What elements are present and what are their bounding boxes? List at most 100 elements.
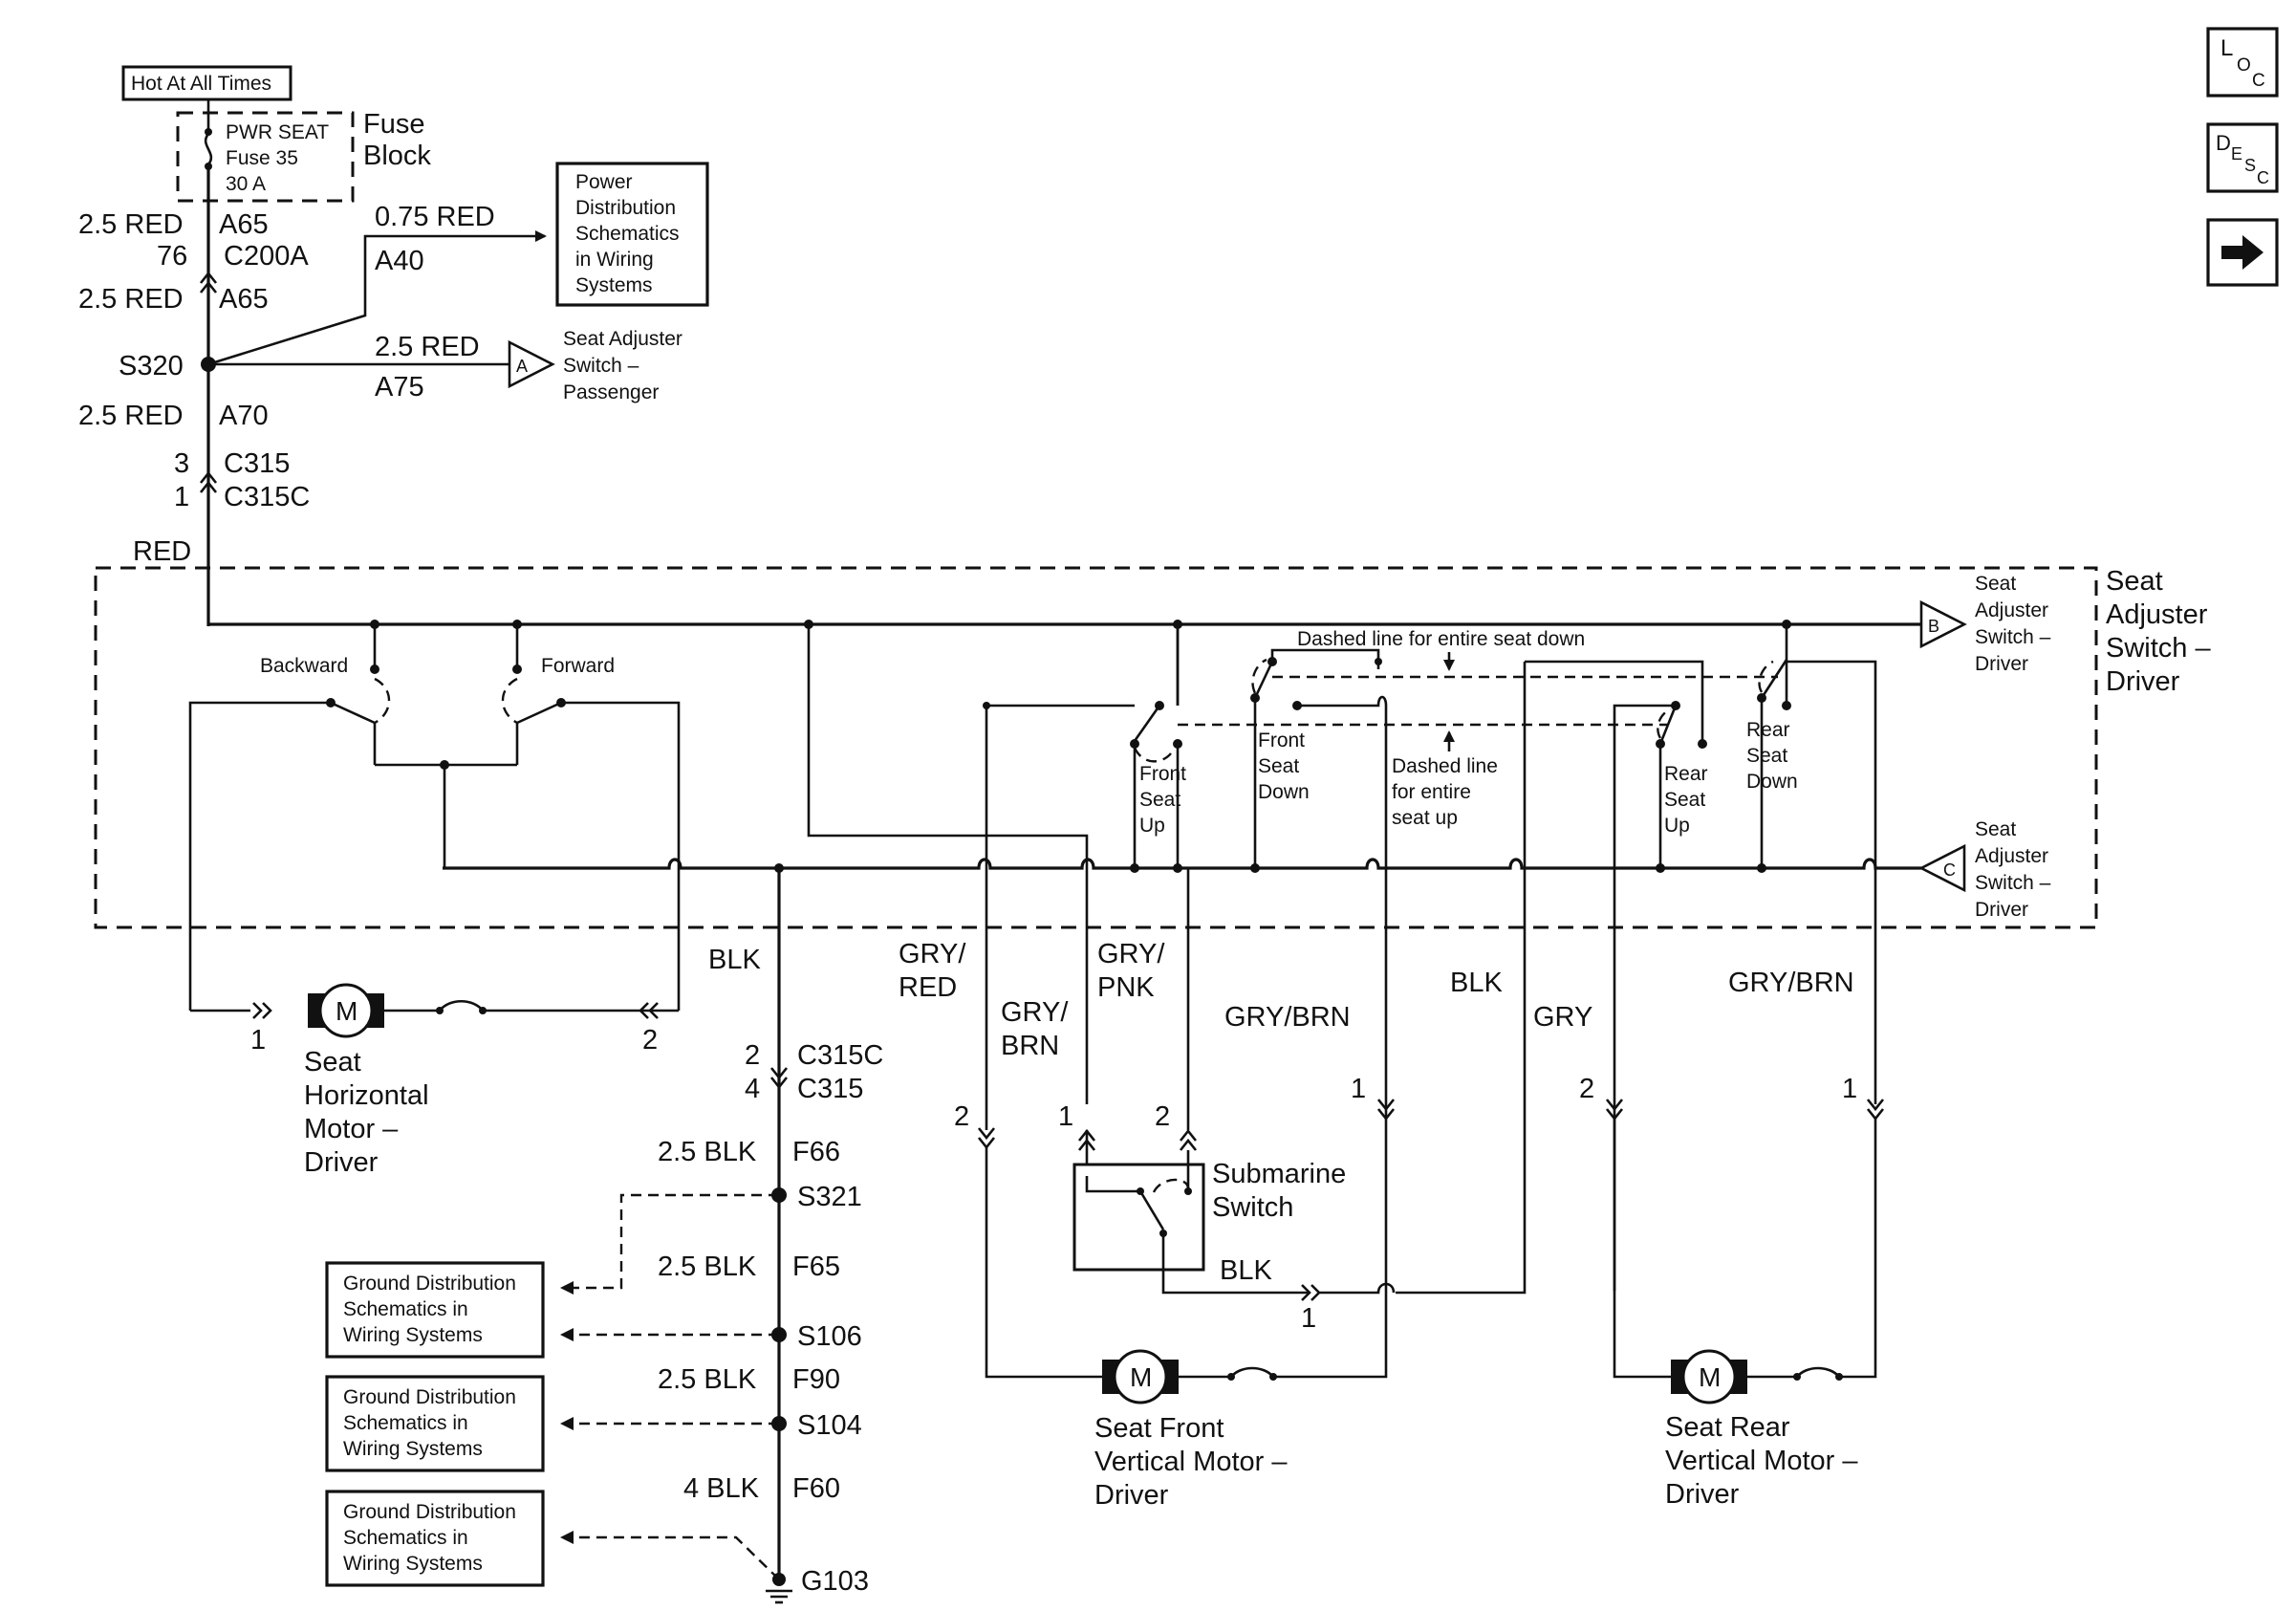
s321-label: S321 xyxy=(797,1182,862,1212)
front-seat-up-line1: Front xyxy=(1139,763,1186,785)
power-dist-line4: in Wiring xyxy=(575,249,654,271)
desc-letter-e: E xyxy=(2231,144,2242,163)
ref-a-arrow[interactable]: A xyxy=(508,339,555,389)
ref-c-arrow[interactable]: C xyxy=(1918,843,1966,893)
c200a-pin: 76 xyxy=(157,241,187,272)
horizontal-motor-pin1: 1 xyxy=(250,1025,266,1056)
rear-seat-down-line1: Rear xyxy=(1746,719,1790,741)
front-motor-name2: Vertical Motor – xyxy=(1094,1447,1288,1477)
a75-circuit: A75 xyxy=(375,372,424,403)
horizontal-motor-symbol: M xyxy=(308,983,384,1038)
seat-adj-passenger-line3: Passenger xyxy=(563,381,659,403)
ref-c-label-line1: Seat xyxy=(1975,818,2016,840)
gry-brn-a-switch-wire xyxy=(985,704,1135,1130)
blk-mid-label: BLK xyxy=(1450,968,1503,998)
horizontal-motor-m: M xyxy=(336,996,357,1026)
horizontal-motor-name3: Motor – xyxy=(304,1114,399,1144)
f65-circuit: F65 xyxy=(792,1252,840,1282)
gry-brn-b-switch-wire xyxy=(1297,695,1388,1291)
front-seat-down-line1: Front xyxy=(1258,729,1305,751)
location-button[interactable]: L O C xyxy=(2206,27,2279,98)
submarine-blk-label: BLK xyxy=(1220,1255,1272,1286)
gd2-line1: Ground Distribution xyxy=(343,1386,516,1408)
gd3-line3: Wiring Systems xyxy=(343,1553,483,1575)
g103-ground-icon xyxy=(766,1573,792,1604)
switch-title-line1: Seat xyxy=(2106,566,2163,597)
front-motor-pin-right: 1 xyxy=(1351,1074,1366,1104)
ref-b-label-line1: Seat xyxy=(1975,573,2016,595)
front-vertical-motor-wire xyxy=(985,1147,1388,1381)
arrow-right-icon xyxy=(2221,235,2264,270)
a40-wire-size: 0.75 RED xyxy=(375,202,495,232)
seat-adj-passenger-line1: Seat Adjuster xyxy=(563,328,682,350)
horizontal-motor-pin2: 2 xyxy=(642,1025,658,1056)
ref-c-label-line2: Adjuster xyxy=(1975,845,2048,867)
ground-dist-box-2[interactable]: Ground Distribution Schematics in Wiring… xyxy=(325,1375,545,1472)
desc-letter-s: S xyxy=(2244,156,2256,175)
fuse-name-line2: Fuse 35 xyxy=(226,147,298,169)
ref-c-label-line3: Switch – xyxy=(1975,872,2051,894)
ground-dist-box-1[interactable]: Ground Distribution Schematics in Wiring… xyxy=(325,1261,545,1359)
c315c-connector: C315C xyxy=(224,482,310,512)
gd1-line1: Ground Distribution xyxy=(343,1273,516,1295)
c315-connector-symbol xyxy=(199,470,218,493)
a40-circuit: A40 xyxy=(375,246,424,276)
front-motor-pin-sub1: 1 xyxy=(1058,1101,1073,1132)
c315-pin: 3 xyxy=(174,448,189,479)
gry-red-switch-wire xyxy=(807,624,1089,1104)
f60-wire-size: 4 BLK xyxy=(683,1473,760,1504)
rear-vertical-motor-symbol: M xyxy=(1671,1349,1747,1404)
hot-at-all-times-label: Hot At All Times xyxy=(131,73,271,95)
power-dist-line2: Distribution xyxy=(575,197,676,219)
front-motor-pin-left: 2 xyxy=(954,1101,969,1132)
front-motor-m: M xyxy=(1130,1362,1152,1392)
submarine-pin: 1 xyxy=(1301,1303,1316,1334)
rear-seat-down-line2: Seat xyxy=(1746,745,1787,767)
gry-brn-b-label: GRY/BRN xyxy=(1224,1002,1351,1033)
rear-vertical-motor-wire xyxy=(1613,1119,1877,1381)
description-button[interactable]: D E S C xyxy=(2206,122,2279,193)
gd1-line3: Wiring Systems xyxy=(343,1324,483,1346)
hot-at-all-times-box xyxy=(121,65,292,101)
g103-label: G103 xyxy=(801,1566,869,1597)
front-seat-down-switch xyxy=(1250,648,1380,873)
s106-label: S106 xyxy=(797,1321,862,1352)
f66-circuit: F66 xyxy=(792,1137,840,1167)
ground-dist-box-3[interactable]: Ground Distribution Schematics in Wiring… xyxy=(325,1490,545,1587)
rear-motor-name1: Seat Rear xyxy=(1665,1412,1790,1443)
backward-forward-switch xyxy=(188,624,681,1011)
front-seat-up-line3: Up xyxy=(1139,815,1165,837)
s320-label: S320 xyxy=(119,351,184,381)
c315c-pin: 1 xyxy=(174,482,189,512)
horizontal-motor-name1: Seat xyxy=(304,1047,361,1078)
dashed-up-line2: for entire xyxy=(1392,781,1471,803)
front-seat-down-line3: Down xyxy=(1258,781,1310,803)
a75-wire-size: 2.5 RED xyxy=(375,332,480,362)
fuse-block-outline xyxy=(176,111,355,203)
gd2-line2: Schematics in xyxy=(343,1412,468,1434)
gry-brn-c-label: GRY/BRN xyxy=(1728,968,1854,998)
fuse-block-label-line2: Block xyxy=(363,141,431,171)
a70-wire-size: 2.5 RED xyxy=(78,401,184,431)
ref-c-letter: C xyxy=(1943,860,1956,880)
power-dist-line3: Schematics xyxy=(575,223,680,245)
loc-letter-o: O xyxy=(2237,55,2251,76)
ground-c315: C315 xyxy=(797,1074,863,1104)
dashed-up-line1: Dashed line xyxy=(1392,755,1498,777)
rear-motor-m: M xyxy=(1699,1362,1721,1392)
ref-b-arrow[interactable]: B xyxy=(1919,599,1967,649)
submarine-label2: Switch xyxy=(1212,1192,1293,1223)
a40-branch-wire xyxy=(207,230,547,366)
next-page-button[interactable] xyxy=(2206,218,2279,287)
front-motor-name1: Seat Front xyxy=(1094,1413,1224,1444)
gd3-line1: Ground Distribution xyxy=(343,1501,516,1523)
rear-seat-up-line3: Up xyxy=(1664,815,1690,837)
gd2-line3: Wiring Systems xyxy=(343,1438,483,1460)
front-motor-name3: Driver xyxy=(1094,1480,1169,1511)
forward-label: Forward xyxy=(541,655,615,677)
power-distribution-box[interactable] xyxy=(555,162,709,307)
desc-letter-d: D xyxy=(2216,131,2231,155)
ground-c315c-pin: 2 xyxy=(745,1040,760,1071)
desc-letter-c: C xyxy=(2257,168,2269,187)
gry-red-label1: GRY/ xyxy=(899,939,966,969)
